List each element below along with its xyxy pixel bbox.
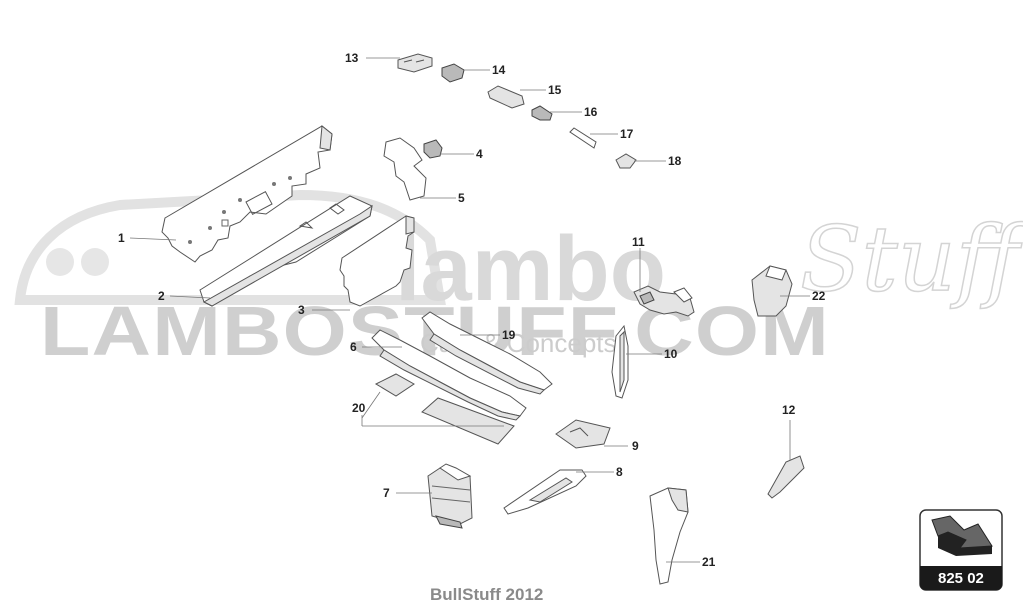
callout-4: 4 <box>476 147 483 161</box>
callout-1: 1 <box>118 231 125 245</box>
part-14-clip <box>441 63 465 83</box>
part-9-plate <box>555 419 611 449</box>
callout-20: 20 <box>352 401 366 415</box>
part-16-clip <box>531 105 553 121</box>
part-19-strip <box>421 311 553 395</box>
callout-18: 18 <box>668 154 682 168</box>
part-6-strip <box>371 329 527 421</box>
callout-11: 11 <box>632 235 645 249</box>
callout-10: 10 <box>664 347 678 361</box>
callout-15: 15 <box>548 83 562 97</box>
part-3-panel <box>339 215 415 307</box>
part-20-pads <box>374 373 515 445</box>
callout-5: 5 <box>458 191 465 205</box>
part-13-clip <box>397 53 433 73</box>
part-18-cap <box>615 153 637 169</box>
callout-19: 19 <box>502 328 516 342</box>
callout-2: 2 <box>158 289 165 303</box>
part-12-brace <box>767 455 805 499</box>
part-1-panel <box>161 125 333 263</box>
watermark-car-headlight <box>81 248 109 276</box>
part-2-panel <box>199 195 373 307</box>
callout-7: 7 <box>383 486 390 500</box>
part-10-strip <box>611 324 629 399</box>
callout-22: 22 <box>812 289 826 303</box>
callout-9: 9 <box>632 439 639 453</box>
watermark-script-text: Stuff <box>800 207 1023 312</box>
arrow-navigation-icon <box>931 515 993 556</box>
callout-13: 13 <box>345 51 359 65</box>
callout-6: 6 <box>350 340 357 354</box>
part-7-bracket <box>427 463 473 529</box>
callout-12: 12 <box>782 403 796 417</box>
part-22-duct <box>751 265 793 317</box>
callout-21: 21 <box>702 555 716 569</box>
part-5-gasket <box>383 137 427 201</box>
part-21-bracket <box>649 487 689 585</box>
page-badge[interactable]: 825 02 <box>919 509 1003 591</box>
callout-labels: 1 2 3 4 5 6 7 8 9 10 11 12 13 14 15 16 1… <box>118 51 826 569</box>
part-17-pin <box>569 127 597 149</box>
callout-8: 8 <box>616 465 623 479</box>
callout-17: 17 <box>620 127 634 141</box>
callout-3: 3 <box>298 303 305 317</box>
watermark-lambo-text: lambo <box>395 218 666 320</box>
part-15-clip <box>487 85 525 109</box>
part-11-bracket <box>633 285 695 317</box>
watermark-car-headlight <box>46 248 74 276</box>
footer-credit: BullStuff 2012 <box>430 585 543 604</box>
part-8-gusset <box>503 469 587 515</box>
part-4-clip <box>423 139 443 159</box>
page-code: 825 02 <box>938 570 984 587</box>
callout-16: 16 <box>584 105 598 119</box>
leader-lines <box>129 57 810 563</box>
callout-14: 14 <box>492 63 506 77</box>
